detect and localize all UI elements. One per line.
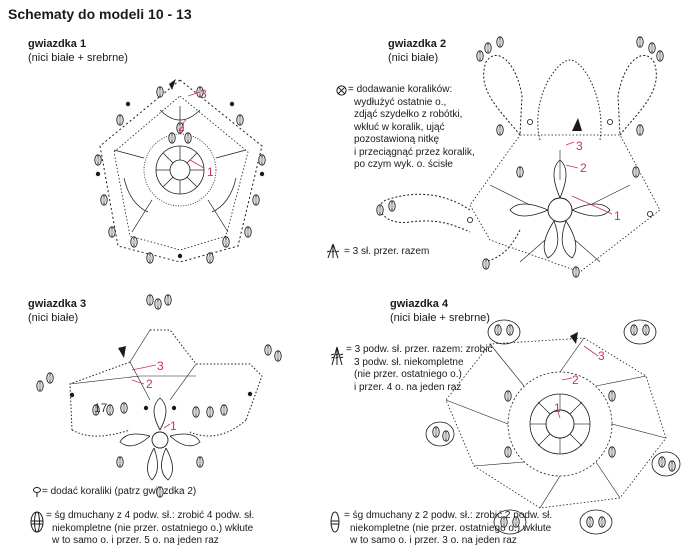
legend-bead-add-line-4: pozostawioną nitkę	[354, 134, 440, 145]
legend-puff-two-line-0: = śg dmuchany z 2 podw. sł.: zrobić 2 po…	[344, 510, 553, 521]
star-4-thread: (nici białe + srebrne)	[390, 312, 490, 324]
star-1-row-1: 1	[207, 165, 214, 179]
legend-puff-two-line-2: w to samo o. i przer. 3 o. na jeden raz	[350, 535, 517, 546]
legend-bead-add-line-6: po czym wyk. o. ścisłe	[354, 159, 453, 170]
star-4-row-3: 3	[598, 349, 605, 363]
legend-puff-four-line-1: niekompletne (nie przer. ostatniego o.) …	[52, 522, 254, 534]
start-marker-icon	[169, 79, 176, 90]
star-3-thread: (nici białe)	[28, 312, 79, 324]
star-1-heading: gwiazdka 1	[28, 38, 87, 50]
star-4-row-1: 1	[554, 401, 561, 415]
three-tr-cluster-icon	[330, 346, 344, 366]
legend-bead-add-line-1: wydłużyć ostatnie o.,	[354, 96, 447, 108]
circled-x-icon	[336, 85, 347, 96]
puff-stitch-2-icon	[330, 511, 340, 533]
star-2-diagram: 3 2 1	[376, 36, 664, 278]
legend-three-tr-line-3: i przer. 4 o. na jeden raz	[354, 381, 462, 393]
three-dc-cluster-icon	[326, 243, 340, 259]
star-3-count-label: 17	[94, 401, 108, 415]
legend-three-dc-text: = 3 sł. przer. razem	[344, 246, 430, 257]
star-3-diagram: 3 2 1 17	[36, 294, 282, 498]
star-1-row-2: 2	[178, 120, 185, 134]
star-2-thread: (nici białe)	[388, 52, 439, 64]
star-2-heading: gwiazdka 2	[388, 38, 447, 50]
legend-bead-add-line-5: i przeciągnąć przez koralik,	[354, 146, 475, 158]
legend-bead-add-line-3: wkłuć w koralik, ująć	[354, 121, 445, 133]
star-2-row-1: 1	[614, 209, 621, 223]
star-1-diagram: 3 2 1	[94, 79, 266, 264]
legend-puff-four-line-2: w to samo o. i przer. 5 o. na jeden raz	[52, 535, 219, 546]
legend-puff-two-line-1: niekompletne (nie przer. ostatniego o.) …	[350, 522, 552, 534]
legend-three-tr-line-2: (nie przer. ostatniego o.)	[354, 369, 462, 380]
legend-three-tr-line-1: 3 podw. sł. niekompletne	[354, 356, 464, 368]
star-2-row-3: 3	[576, 139, 583, 153]
legend-bead-add-line-2: zdjąć szydełko z robótki,	[354, 109, 463, 120]
star-1-thread: (nici białe + srebrne)	[28, 52, 128, 64]
start-marker-icon	[572, 118, 582, 131]
legend-puff-four-line-0: = śg dmuchany z 4 podw. sł.: zrobić 4 po…	[46, 510, 255, 521]
star-4-diagram: 3 2 1	[425, 319, 681, 535]
start-marker-icon	[118, 346, 126, 358]
star-3-heading: gwiazdka 3	[28, 298, 87, 310]
star-3-row-3: 3	[157, 359, 164, 373]
star-2-row-2: 2	[580, 161, 587, 175]
star-4-row-2: 2	[572, 373, 579, 387]
page-title: Schematy do modeli 10 - 13	[8, 6, 192, 22]
puff-stitch-4-icon	[30, 511, 44, 533]
start-marker-icon	[570, 332, 578, 344]
bead-drop-icon	[33, 487, 41, 497]
star-4-heading: gwiazdka 4	[390, 298, 449, 310]
legend-three-tr-line-0: = 3 podw. sł. przer. razem: zrobić	[346, 344, 493, 355]
legend-bead-add-line-0: = dodawanie koralików:	[348, 84, 453, 95]
star-1-row-3: 3	[200, 87, 207, 101]
star-3-row-2: 2	[146, 377, 153, 391]
star-3-row-1: 1	[170, 419, 177, 433]
legend-add-beads-text: = dodać koraliki (patrz gwiazdka 2)	[42, 486, 197, 497]
